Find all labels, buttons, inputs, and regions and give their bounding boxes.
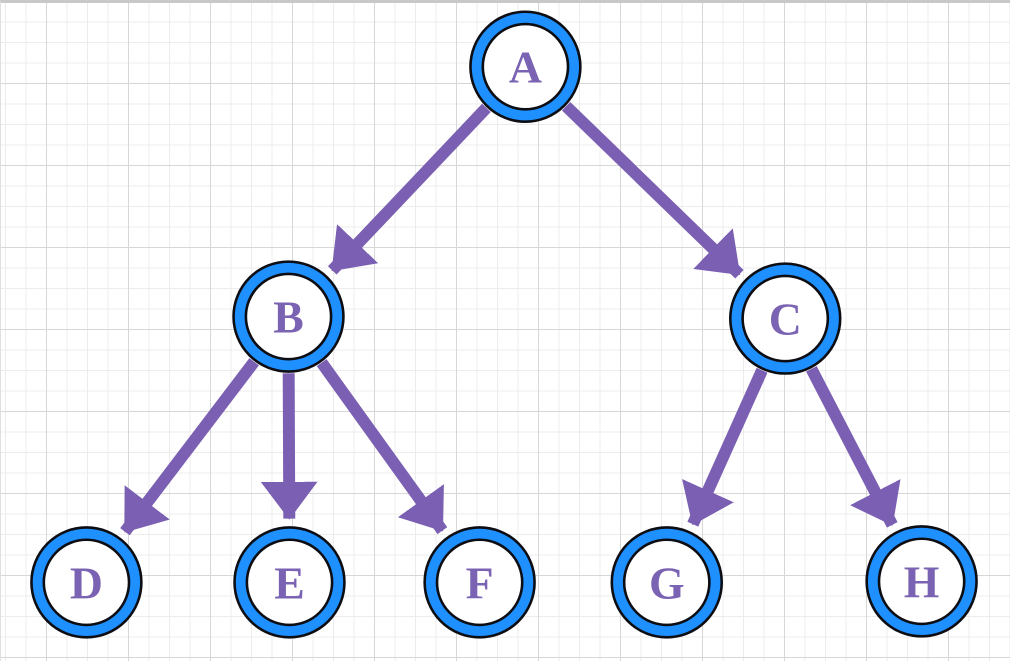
node-A[interactable]: A	[469, 10, 582, 123]
node-inner-outline	[877, 537, 966, 626]
edge-C-G	[682, 367, 768, 527]
node-label: C	[769, 294, 802, 345]
node-E[interactable]: E	[233, 526, 346, 639]
edge-B-E	[260, 373, 318, 520]
node-inner-outline	[245, 538, 334, 627]
node-label: G	[649, 557, 685, 608]
node-ring	[233, 261, 344, 372]
edge-C-H	[806, 366, 901, 528]
node-inner-outline	[622, 538, 711, 627]
edge-B-D	[120, 358, 259, 536]
node-label: D	[70, 557, 103, 608]
node-G[interactable]: G	[610, 526, 724, 639]
edges-layer	[120, 101, 901, 536]
tree-diagram: A B C D E F G H	[30, 10, 978, 639]
node-outer-outline	[423, 526, 536, 639]
node-outer-outline	[30, 526, 143, 639]
edge-A-C	[561, 101, 744, 279]
node-label: E	[274, 557, 305, 608]
node-ring	[612, 527, 722, 638]
node-label: H	[904, 556, 940, 607]
node-B[interactable]: B	[232, 260, 345, 373]
node-outer-outline	[610, 526, 724, 639]
node-C[interactable]: C	[728, 262, 842, 375]
node-inner-outline	[435, 538, 524, 627]
node-ring	[730, 263, 840, 374]
node-outer-outline	[728, 262, 842, 375]
node-inner-outline	[244, 272, 333, 361]
node-outer-outline	[865, 525, 978, 638]
edge-A-B	[327, 103, 491, 275]
nodes-layer: A B C D E F G H	[30, 10, 978, 639]
node-D[interactable]: D	[30, 526, 143, 639]
node-inner-outline	[42, 538, 131, 627]
node-F[interactable]: F	[423, 526, 536, 639]
node-outer-outline	[233, 526, 346, 639]
node-H[interactable]: H	[865, 525, 978, 638]
node-inner-outline	[741, 274, 830, 363]
edge-B-F	[316, 359, 448, 535]
node-ring	[31, 527, 142, 638]
node-ring	[866, 526, 977, 637]
node-inner-outline	[481, 22, 570, 111]
node-outer-outline	[232, 260, 345, 373]
node-label: B	[273, 292, 304, 343]
node-outer-outline	[469, 10, 582, 123]
node-ring	[470, 11, 581, 122]
node-ring	[234, 527, 345, 638]
node-ring	[424, 527, 535, 638]
node-label: F	[466, 557, 494, 608]
node-label: A	[509, 42, 542, 93]
